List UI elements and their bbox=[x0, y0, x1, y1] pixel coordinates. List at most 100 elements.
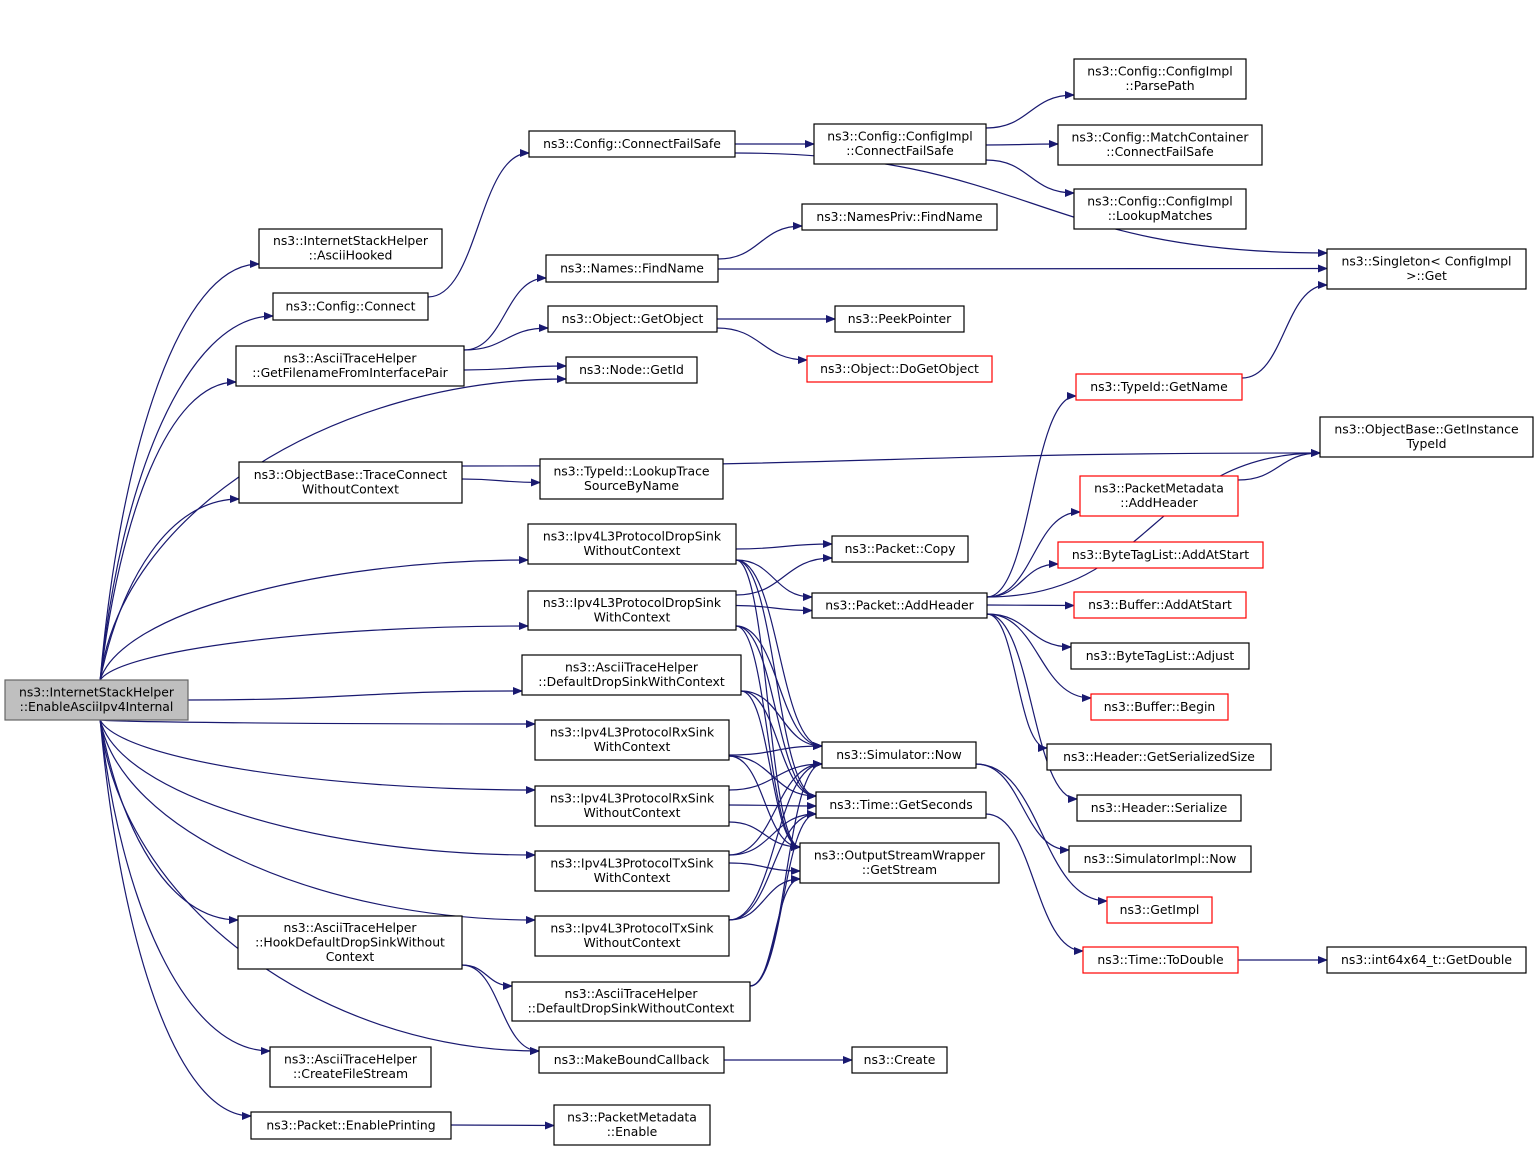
call-edge bbox=[740, 690, 817, 800]
function-node-add-header[interactable]: ns3::Packet::AddHeader bbox=[811, 592, 988, 619]
function-node-sim-now[interactable]: ns3::Simulator::Now bbox=[821, 741, 977, 769]
function-node-to-double[interactable]: ns3::Time::ToDouble bbox=[1082, 946, 1239, 974]
node-box bbox=[811, 592, 988, 619]
function-node-names-priv-find[interactable]: ns3::NamesPriv::FindName bbox=[801, 203, 998, 231]
function-nodes: ns3::InternetStackHelper::EnableAsciiIpv… bbox=[4, 58, 1534, 1146]
function-node-lookup-matches[interactable]: ns3::Config::ConfigImpl::LookupMatches bbox=[1073, 188, 1247, 230]
function-node-node-get-id[interactable]: ns3::Node::GetId bbox=[565, 356, 698, 384]
node-box bbox=[527, 523, 737, 565]
function-node-hdr-size[interactable]: ns3::Header::GetSerializedSize bbox=[1046, 743, 1272, 771]
node-label: TypeId bbox=[1406, 436, 1447, 451]
call-edge bbox=[728, 760, 823, 921]
node-label: ::ParsePath bbox=[1125, 78, 1194, 93]
call-edge bbox=[985, 140, 1059, 149]
function-node-type-get-name[interactable]: ns3::TypeId::GetName bbox=[1075, 373, 1243, 401]
node-box bbox=[851, 1046, 948, 1074]
function-node-make-bound[interactable]: ns3::MakeBoundCallback bbox=[538, 1046, 725, 1074]
node-label: ns3::AsciiTraceHelper bbox=[284, 1052, 418, 1067]
call-edge bbox=[187, 687, 523, 701]
call-edge bbox=[728, 875, 801, 921]
node-label: ns3::Time::ToDouble bbox=[1097, 952, 1223, 967]
function-node-do-get-object[interactable]: ns3::Object::DoGetObject bbox=[806, 355, 993, 383]
function-node-pm-add-header[interactable]: ns3::PacketMetadata::AddHeader bbox=[1079, 475, 1239, 517]
function-node-drop-sink-woc[interactable]: ns3::Ipv4L3ProtocolDropSinkWithoutContex… bbox=[527, 523, 737, 565]
node-label: ns3::Buffer::AddAtStart bbox=[1088, 597, 1232, 612]
node-box bbox=[534, 785, 730, 827]
node-label: ::ConnectFailSafe bbox=[1106, 144, 1214, 159]
node-label: ns3::AsciiTraceHelper bbox=[564, 986, 698, 1001]
call-edge bbox=[450, 1121, 555, 1130]
function-node-hook-default[interactable]: ns3::AsciiTraceHelper::HookDefaultDropSi… bbox=[237, 915, 463, 970]
node-box bbox=[799, 842, 1000, 884]
function-node-create-file[interactable]: ns3::AsciiTraceHelper::CreateFileStream bbox=[269, 1046, 432, 1088]
node-label: ns3::AsciiTraceHelper bbox=[565, 660, 699, 675]
node-label: WithoutContext bbox=[302, 482, 399, 497]
node-label: ::ConnectFailSafe bbox=[846, 143, 954, 158]
node-label: ns3::Singleton< ConfigImpl bbox=[1341, 254, 1511, 269]
node-label: ns3::Simulator::Now bbox=[836, 747, 961, 762]
call-edge bbox=[461, 964, 513, 990]
function-node-get-stream[interactable]: ns3::OutputStreamWrapper::GetStream bbox=[799, 842, 1000, 884]
node-box bbox=[1046, 743, 1272, 771]
call-edge bbox=[461, 964, 540, 1055]
node-label: ns3::Create bbox=[864, 1052, 936, 1067]
function-node-create[interactable]: ns3::Create bbox=[851, 1046, 948, 1074]
function-node-sim-impl-now[interactable]: ns3::SimulatorImpl::Now bbox=[1068, 845, 1252, 873]
node-box bbox=[534, 850, 730, 892]
node-box bbox=[1073, 591, 1247, 619]
function-node-btl-adjust[interactable]: ns3::ByteTagList::Adjust bbox=[1070, 642, 1250, 670]
function-node-packet-copy[interactable]: ns3::Packet::Copy bbox=[831, 535, 969, 563]
node-label: ns3::Ipv4L3ProtocolRxSink bbox=[550, 791, 715, 806]
function-node-buf-add-at-start[interactable]: ns3::Buffer::AddAtStart bbox=[1073, 591, 1247, 619]
call-edge bbox=[740, 690, 823, 750]
function-node-get-seconds[interactable]: ns3::Time::GetSeconds bbox=[815, 791, 987, 819]
function-node-connect-fail-safe[interactable]: ns3::Config::ConnectFailSafe bbox=[528, 130, 736, 158]
node-label: ns3::Object::DoGetObject bbox=[820, 361, 979, 376]
function-node-enable-printing[interactable]: ns3::Packet::EnablePrinting bbox=[250, 1111, 452, 1140]
function-node-parse-path[interactable]: ns3::Config::ConfigImpl::ParsePath bbox=[1073, 58, 1247, 100]
call-edge bbox=[99, 622, 529, 681]
node-label: ns3::Config::ConfigImpl bbox=[827, 129, 972, 144]
node-label: ns3::PacketMetadata bbox=[1094, 481, 1224, 496]
function-node-buf-begin[interactable]: ns3::Buffer::Begin bbox=[1090, 693, 1229, 721]
function-node-cfg-impl-cfs[interactable]: ns3::Config::ConfigImpl::ConnectFailSafe bbox=[813, 123, 987, 165]
function-node-root[interactable]: ns3::InternetStackHelper::EnableAsciiIpv… bbox=[4, 679, 189, 721]
call-edge bbox=[986, 560, 1059, 598]
call-edge bbox=[728, 862, 801, 875]
function-node-pm-enable[interactable]: ns3::PacketMetadata::Enable bbox=[553, 1104, 711, 1146]
node-label: ns3::ByteTagList::AddAtStart bbox=[1072, 547, 1249, 562]
call-edge bbox=[735, 559, 823, 750]
function-node-ascii-hooked[interactable]: ns3::InternetStackHelper::AsciiHooked bbox=[258, 228, 443, 269]
node-label: ::LookupMatches bbox=[1108, 208, 1213, 223]
function-node-btl-add-at-start[interactable]: ns3::ByteTagList::AddAtStart bbox=[1057, 541, 1264, 569]
function-node-peek-pointer[interactable]: ns3::PeekPointer bbox=[834, 305, 965, 333]
function-node-cfg-connect[interactable]: ns3::Config::Connect bbox=[272, 292, 429, 321]
node-box bbox=[1106, 896, 1213, 924]
node-label: ns3::Ipv4L3ProtocolTxSink bbox=[550, 921, 714, 936]
function-node-hdr-serialize[interactable]: ns3::Header::Serialize bbox=[1076, 794, 1242, 822]
function-node-singleton-get[interactable]: ns3::Singleton< ConfigImpl >::Get bbox=[1326, 248, 1527, 290]
function-node-get-filename[interactable]: ns3::AsciiTraceHelper::GetFilenameFromIn… bbox=[235, 345, 465, 387]
function-node-match-cfs[interactable]: ns3::Config::MatchContainer::ConnectFail… bbox=[1057, 124, 1263, 166]
node-label: ::DefaultDropSinkWithoutContext bbox=[528, 1001, 735, 1016]
function-node-def-drop-wc[interactable]: ns3::AsciiTraceHelper::DefaultDropSinkWi… bbox=[521, 654, 742, 696]
function-node-get-object[interactable]: ns3::Object::GetObject bbox=[547, 305, 718, 333]
function-node-names-find[interactable]: ns3::Names::FindName bbox=[545, 254, 719, 283]
call-edge bbox=[99, 260, 260, 681]
function-node-int64-get-double[interactable]: ns3::int64x64_t::GetDouble bbox=[1326, 946, 1527, 974]
function-node-def-drop-woc[interactable]: ns3::AsciiTraceHelper::DefaultDropSinkWi… bbox=[511, 981, 751, 1022]
node-label: ::CreateFileStream bbox=[293, 1066, 408, 1081]
function-node-get-impl[interactable]: ns3::GetImpl bbox=[1106, 896, 1213, 924]
node-label: ns3::MakeBoundCallback bbox=[554, 1052, 710, 1067]
call-edge bbox=[1241, 281, 1328, 379]
function-node-trace-connect[interactable]: ns3::ObjectBase::TraceConnectWithoutCont… bbox=[238, 461, 463, 504]
call-edge bbox=[740, 690, 801, 851]
node-label: ns3::InternetStackHelper bbox=[19, 685, 175, 700]
